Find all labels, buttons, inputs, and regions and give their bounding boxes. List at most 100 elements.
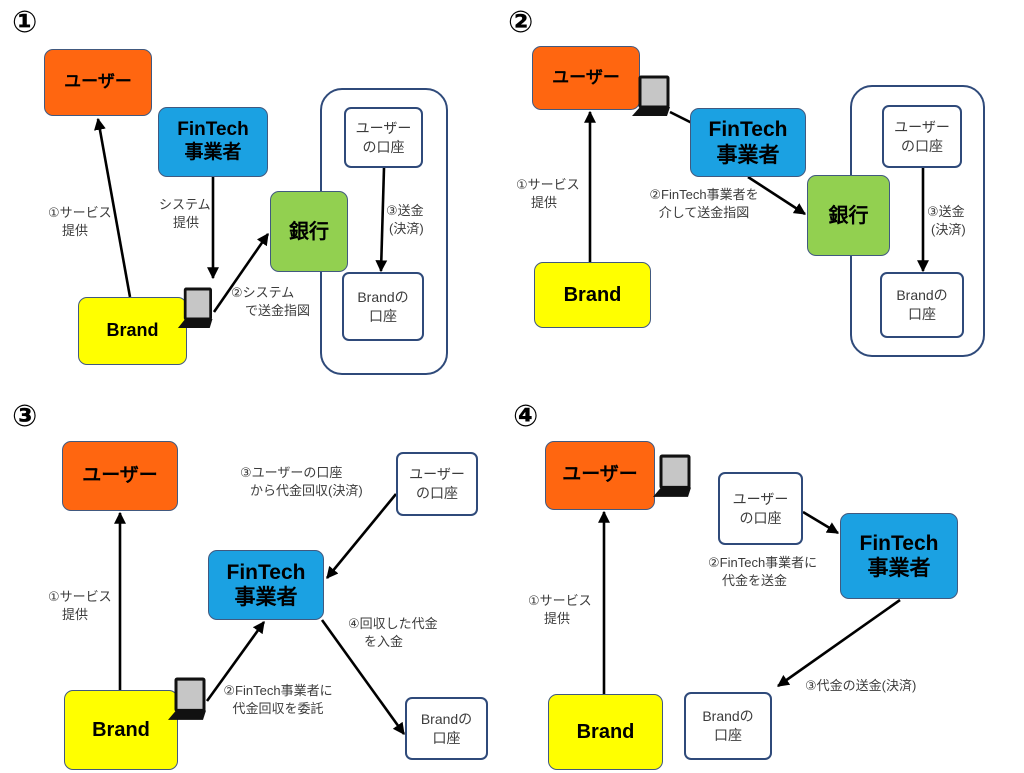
user-account-box: ユーザー の口座 — [718, 472, 803, 545]
label-service-line-2: 提供 — [62, 607, 89, 622]
user-box-label: ユーザー — [64, 72, 132, 92]
panel-4: ④ ユーザー ユーザー の口座 FinTech 事業者 Brand Brandの… — [500, 390, 1024, 773]
fintech-box: FinTech 事業者 — [158, 107, 268, 177]
fintech-box-line-2: 事業者 — [234, 586, 298, 609]
arrow-fintech-to-bank — [747, 175, 807, 216]
brand-box: Brand — [548, 694, 663, 770]
label-instruction: ②FinTech事業者を 介して送金指図 — [641, 186, 767, 222]
brand-account-line-1: Brandの — [420, 710, 473, 727]
label-service-line-2: 提供 — [544, 611, 571, 626]
user-box: ユーザー — [545, 441, 655, 510]
panel-number: ③ — [12, 399, 38, 434]
label-settlement: ③代金の送金(決済) — [805, 677, 916, 695]
user-account-line-2: の口座 — [739, 509, 782, 526]
panel-number: ① — [12, 5, 38, 40]
user-box: ユーザー — [532, 46, 640, 110]
label-delegation: ②FinTech事業者に 代金回収を委託 — [216, 682, 340, 718]
brand-account-line-1: Brandの — [702, 708, 754, 724]
user-box-label: ユーザー — [82, 464, 158, 486]
fintech-box-line-2: 事業者 — [716, 143, 780, 167]
label-service-line-2: 提供 — [531, 195, 558, 210]
bank-box-label: 銀行 — [828, 204, 869, 227]
laptop-icon — [177, 287, 213, 328]
laptop-screen — [174, 677, 206, 713]
user-account-box: ユーザー の口座 — [882, 105, 962, 168]
brand-account-line-1: Brandの — [896, 287, 948, 303]
user-box-label: ユーザー — [562, 464, 638, 486]
laptop-screen — [659, 454, 691, 490]
fintech-box-line-2: 事業者 — [867, 557, 931, 580]
label-payment: ②FinTech事業者に 代金を送金 — [708, 554, 817, 590]
label-instruction-line-1: ②システム — [231, 285, 295, 300]
label-service-line-1: ①サービス — [48, 205, 112, 220]
arrow-brand-to-fintech — [205, 621, 266, 702]
arrow-fintech-to-brand-account — [777, 598, 901, 688]
user-account-line-1: ユーザー — [894, 118, 950, 135]
label-settlement-line-1: ③送金 — [386, 203, 424, 218]
brand-box: Brand — [78, 297, 187, 365]
label-settlement-line-1: ③代金の送金(決済) — [805, 678, 917, 693]
label-instruction-line-2: で送金指図 — [245, 303, 311, 318]
laptop-keyboard — [653, 487, 691, 497]
label-service: ①サービス 提供 — [48, 588, 112, 624]
label-system: システム 提供 — [159, 196, 211, 232]
label-delegation-line-2: 代金回収を委託 — [232, 701, 324, 716]
panel-number: ④ — [513, 399, 539, 434]
label-service-line-1: ①サービス — [516, 177, 580, 192]
user-account-line-1: ユーザー — [355, 119, 412, 136]
arrow-user-account-to-brand-account — [375, 167, 388, 273]
bank-box: 銀行 — [807, 175, 890, 256]
brand-account-box: Brandの 口座 — [405, 697, 488, 760]
brand-account-line-2: 口座 — [369, 307, 397, 324]
user-account-line-2: の口座 — [901, 137, 943, 154]
panel-number: ② — [508, 5, 534, 40]
brand-box: Brand — [534, 262, 651, 328]
fintech-box-line-1: FinTech — [708, 118, 788, 142]
panel-4-arrows — [598, 510, 901, 694]
fintech-box: FinTech 事業者 — [840, 513, 958, 599]
label-service-line-2: 提供 — [62, 223, 89, 238]
arrow-user-account-to-fintech — [325, 493, 398, 579]
label-service-line-1: ①サービス — [48, 589, 112, 604]
brand-account-line-2: 口座 — [432, 729, 461, 746]
brand-box-label: Brand — [563, 284, 622, 306]
laptop-screen — [183, 287, 212, 321]
brand-account-box: Brandの 口座 — [684, 692, 772, 760]
laptop-keyboard — [177, 319, 213, 328]
label-settlement-line-2: (決済) — [389, 221, 424, 236]
user-box: ユーザー — [62, 441, 178, 511]
label-instruction-line-1: ②FinTech事業者を — [649, 187, 759, 202]
brand-account-line-2: 口座 — [908, 306, 936, 322]
label-service: ①サービス 提供 — [516, 176, 580, 212]
label-settlement-line-2: (決済) — [931, 222, 966, 237]
bank-box: 銀行 — [270, 191, 348, 272]
label-system-line-1: システム — [159, 197, 211, 212]
fintech-box: FinTech 事業者 — [208, 550, 324, 620]
user-account-line-1: ユーザー — [409, 466, 465, 482]
label-instruction: ②システム で送金指図 — [231, 284, 310, 320]
label-settlement: ③送金 (決済) — [927, 203, 966, 239]
user-account-line-2: の口座 — [362, 138, 405, 155]
laptop-icon — [632, 75, 670, 116]
label-settlement: ③送金 (決済) — [386, 202, 424, 238]
label-service: ①サービス 提供 — [48, 204, 112, 240]
arrow-user-account-to-fintech — [802, 510, 840, 535]
panel-2-arrows — [584, 110, 929, 273]
user-account-line-1: ユーザー — [732, 490, 789, 507]
fintech-box-line-1: FinTech — [226, 560, 306, 584]
label-instruction-line-2: 介して送金指図 — [658, 205, 750, 220]
brand-account-line-1: Brandの — [357, 288, 409, 305]
label-payment-line-2: 代金を送金 — [722, 573, 788, 588]
arrow-fintech-to-brand-account — [320, 619, 406, 735]
label-service: ①サービス 提供 — [528, 592, 592, 628]
user-account-line-2: の口座 — [416, 485, 458, 501]
label-settlement-line-1: ③送金 — [927, 204, 965, 219]
label-deposit: ④回収した代金 を入金 — [348, 615, 438, 651]
label-payment-line-1: ②FinTech事業者に — [708, 555, 818, 570]
label-delegation-line-1: ②FinTech事業者に — [223, 683, 333, 698]
label-collection: ③ユーザーの口座 から代金回収(決済) — [240, 464, 363, 500]
brand-box-label: Brand — [106, 320, 159, 341]
brand-account-box: Brandの 口座 — [342, 272, 424, 341]
laptop-keyboard — [632, 107, 670, 116]
arrow-brand-to-user — [94, 117, 132, 298]
